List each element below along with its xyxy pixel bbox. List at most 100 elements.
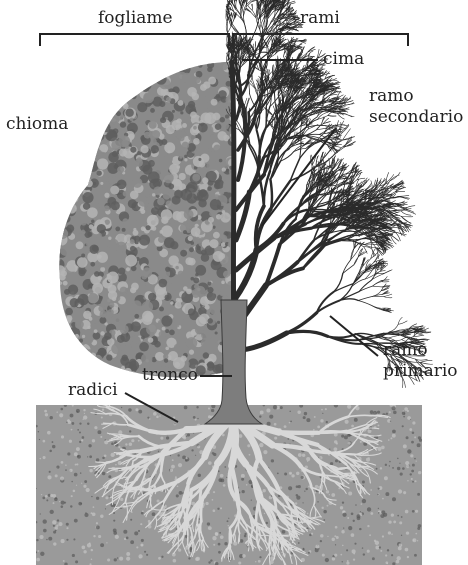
leaf-cluster bbox=[101, 123, 111, 133]
soil-speck bbox=[318, 548, 319, 549]
leaf-cluster bbox=[175, 266, 178, 269]
soil-speck bbox=[396, 560, 400, 564]
leaf-cluster bbox=[97, 158, 108, 169]
soil-speck bbox=[323, 510, 327, 514]
leaf-cluster bbox=[95, 200, 99, 204]
soil-speck bbox=[89, 455, 92, 458]
leaf-cluster bbox=[203, 352, 209, 358]
leaf-cluster bbox=[225, 114, 229, 118]
leaf-cluster bbox=[67, 176, 72, 181]
leaf-cluster bbox=[77, 101, 83, 107]
leaf-cluster bbox=[63, 215, 71, 223]
leaf-cluster bbox=[91, 220, 94, 223]
leaf-cluster bbox=[207, 67, 212, 72]
soil-speck bbox=[56, 524, 58, 526]
soil-speck bbox=[220, 507, 222, 509]
soil-speck bbox=[327, 536, 328, 537]
leaf-cluster bbox=[108, 236, 111, 239]
soil-speck bbox=[367, 550, 370, 553]
leaf-cluster bbox=[68, 339, 76, 347]
soil-speck bbox=[158, 557, 161, 560]
leaf-cluster bbox=[220, 117, 225, 122]
soil-speck bbox=[390, 437, 392, 439]
leaf-cluster bbox=[124, 87, 133, 96]
leaf-cluster bbox=[220, 212, 230, 222]
soil-speck bbox=[140, 523, 142, 525]
soil-speck bbox=[35, 521, 37, 523]
soil-speck bbox=[77, 455, 81, 459]
soil-speck bbox=[314, 416, 316, 418]
soil-speck bbox=[108, 475, 111, 478]
soil-speck bbox=[242, 490, 245, 493]
soil-speck bbox=[390, 403, 394, 407]
leaf-cluster bbox=[184, 155, 187, 158]
soil-speck bbox=[317, 501, 318, 502]
leaf-cluster bbox=[70, 125, 78, 133]
soil-speck bbox=[126, 552, 130, 556]
leaf-cluster bbox=[62, 95, 70, 103]
leaf-cluster bbox=[153, 58, 160, 65]
soil-speck bbox=[171, 465, 175, 469]
soil-speck bbox=[259, 556, 261, 558]
leaf-cluster bbox=[118, 268, 125, 275]
leaf-cluster bbox=[66, 174, 69, 177]
soil-speck bbox=[374, 540, 376, 542]
leaf-cluster bbox=[84, 365, 91, 372]
leaf-cluster bbox=[51, 252, 59, 260]
soil-speck bbox=[295, 502, 298, 505]
leaf-cluster bbox=[88, 111, 98, 121]
soil-speck bbox=[84, 513, 88, 517]
soil-speck bbox=[378, 508, 379, 509]
soil-speck bbox=[205, 502, 208, 505]
leaf-cluster bbox=[71, 91, 75, 95]
soil-speck bbox=[36, 539, 38, 541]
leaf-cluster bbox=[117, 93, 124, 100]
leaf-cluster bbox=[67, 100, 72, 105]
leaf-cluster bbox=[111, 201, 120, 210]
leaf-cluster bbox=[101, 75, 110, 84]
soil-speck bbox=[215, 532, 218, 535]
leaf-cluster bbox=[141, 65, 145, 69]
soil-speck bbox=[320, 540, 322, 542]
leaf-cluster bbox=[165, 66, 169, 70]
root bbox=[319, 431, 349, 432]
soil-speck bbox=[370, 489, 372, 491]
soil-speck bbox=[47, 475, 51, 479]
soil-speck bbox=[131, 439, 134, 442]
leaf-cluster bbox=[103, 123, 107, 127]
leaf-cluster bbox=[188, 236, 193, 241]
soil-speck bbox=[66, 422, 67, 423]
leaf-cluster bbox=[213, 251, 224, 262]
soil-speck bbox=[343, 527, 344, 528]
leaf-cluster bbox=[82, 192, 93, 203]
leaf-cluster bbox=[122, 140, 129, 147]
soil-speck bbox=[353, 520, 355, 522]
soil-speck bbox=[391, 533, 393, 535]
soil-speck bbox=[177, 485, 179, 487]
soil-speck bbox=[305, 488, 307, 490]
leaf-cluster bbox=[188, 101, 195, 108]
soil-speck bbox=[414, 458, 416, 460]
leaf-cluster bbox=[66, 357, 77, 368]
leaf-cluster bbox=[97, 361, 106, 370]
soil-speck bbox=[197, 445, 200, 448]
soil-speck bbox=[263, 404, 265, 406]
soil-speck bbox=[405, 548, 409, 552]
soil-speck bbox=[391, 554, 393, 556]
soil-speck bbox=[149, 418, 150, 419]
soil-speck bbox=[266, 522, 268, 524]
soil-speck bbox=[87, 456, 88, 457]
leaf-cluster bbox=[144, 132, 151, 139]
soil-speck bbox=[376, 468, 378, 470]
soil-speck bbox=[190, 547, 193, 550]
soil-speck bbox=[187, 433, 190, 436]
leaf-cluster bbox=[70, 86, 76, 92]
soil-speck bbox=[306, 457, 310, 461]
leaf-cluster bbox=[128, 59, 138, 69]
soil-speck bbox=[332, 538, 335, 541]
leaf-cluster bbox=[119, 84, 129, 94]
soil-speck bbox=[399, 463, 400, 464]
leaf-cluster bbox=[169, 164, 179, 174]
leaf-cluster bbox=[188, 258, 196, 266]
leaf-cluster bbox=[159, 331, 166, 338]
